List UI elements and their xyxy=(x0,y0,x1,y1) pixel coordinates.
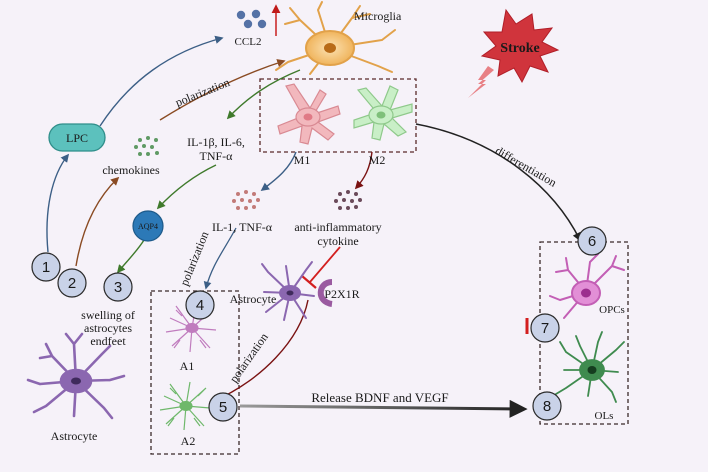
arrow-aqp4-to-step3 xyxy=(116,239,145,274)
label-a1: A1 xyxy=(180,359,195,373)
step-circle-8: 8 xyxy=(532,391,562,421)
aqp4-circle xyxy=(132,210,164,242)
label-differentiation: differentiation xyxy=(493,143,559,189)
arrow-chemokines-polarization xyxy=(159,59,286,121)
label-ccl2: CCL2 xyxy=(235,36,262,48)
step-circle-3: 3 xyxy=(103,272,133,302)
a1-astrocyte-cell xyxy=(165,303,217,353)
label-ols: OLs xyxy=(595,410,614,422)
label-polarization-a1: polarization xyxy=(177,229,211,287)
m1-microglia xyxy=(277,83,341,145)
step-circle-4: 4 xyxy=(185,290,215,320)
step-number-1: 1 xyxy=(42,259,50,276)
label-tnfa-top: TNF-α xyxy=(200,149,234,163)
arrow-m1-to-il1 xyxy=(260,151,297,192)
opc-cell xyxy=(549,253,625,319)
step-number-4: 4 xyxy=(196,297,204,314)
inhibit-anti-to-p2x1r xyxy=(309,246,341,283)
arrow-step1-to-lpc xyxy=(46,153,70,253)
ol-cell xyxy=(555,331,625,403)
step-circle-6: 6 xyxy=(577,226,607,256)
m2-microglia xyxy=(353,85,413,141)
label-chemokines: chemokines xyxy=(102,163,160,177)
anti-inflammatory-molecules xyxy=(334,190,362,210)
arrow-m2-to-anti xyxy=(354,151,373,190)
label-a2: A2 xyxy=(181,434,196,448)
step-number-8: 8 xyxy=(543,398,551,415)
arrow-release-bdnf xyxy=(239,399,528,418)
step-circle-1: 1 xyxy=(31,252,61,282)
label-swelling-3: endfeet xyxy=(90,334,126,348)
label-release-bdnf-vegf: Release BDNF and VEGF xyxy=(311,390,448,405)
stroke-burst xyxy=(468,8,560,98)
label-astrocyte-bottom: Astrocyte xyxy=(51,429,98,443)
step-number-2: 2 xyxy=(68,275,76,292)
step-circle-2: 2 xyxy=(57,268,87,298)
astrocyte-bottom-cell xyxy=(26,332,126,420)
microglia-cell xyxy=(275,1,396,75)
p2x1r-receptor xyxy=(317,279,333,307)
arrow-step2-to-chemokines xyxy=(75,176,120,267)
label-microglia: Microglia xyxy=(354,9,402,23)
step-circle-7: 7 xyxy=(530,313,560,343)
label-polarization-a2: polarization xyxy=(227,330,271,385)
arrow-il1b-to-aqp4 xyxy=(156,164,217,210)
il1-tnf-molecules xyxy=(232,190,260,210)
inhibit-bar-p2x1r xyxy=(301,275,317,289)
label-aqp4: AQP4 xyxy=(138,222,158,231)
m1-m2-box xyxy=(259,78,417,153)
label-cytokine: cytokine xyxy=(317,234,358,248)
label-opcs: OPCs xyxy=(599,304,625,316)
arrow-il1-polarization-a1 xyxy=(203,227,237,290)
step-circle-5: 5 xyxy=(208,392,238,422)
step-number-3: 3 xyxy=(114,279,122,296)
label-swelling-1: swelling of xyxy=(81,308,135,322)
label-swelling-2: astrocytes xyxy=(84,321,132,335)
lpc-capsule xyxy=(48,123,106,152)
step-number-5: 5 xyxy=(219,399,227,416)
chemokines-molecules xyxy=(134,136,159,156)
label-lpc: LPC xyxy=(66,131,88,145)
label-anti-inflammatory: anti-inflammatory xyxy=(294,220,381,234)
astrocyte-subtype-box xyxy=(150,290,240,455)
ccl2-molecules xyxy=(236,9,267,29)
step-number-7: 7 xyxy=(541,320,549,337)
arrow-lpc-to-ccl2 xyxy=(99,35,224,127)
label-m2: M2 xyxy=(369,153,386,167)
label-il1b: IL-1β, IL-6, xyxy=(187,135,245,149)
label-m1: M1 xyxy=(294,153,311,167)
step-number-6: 6 xyxy=(588,233,596,250)
arrow-microglia-differentiation xyxy=(415,123,581,242)
label-p2x1r: P2X1R xyxy=(324,287,359,301)
astrocyte-mid-cell xyxy=(261,261,315,321)
arrow-microglia-to-il1b xyxy=(226,69,301,120)
label-polarization-microglia: polarization xyxy=(173,75,231,109)
a2-astrocyte-cell xyxy=(159,381,211,431)
label-stroke: Stroke xyxy=(500,41,539,56)
label-astrocyte-mid: Astrocyte xyxy=(230,292,277,306)
label-il1-tnf: IL-1, TNF-α xyxy=(212,220,273,234)
